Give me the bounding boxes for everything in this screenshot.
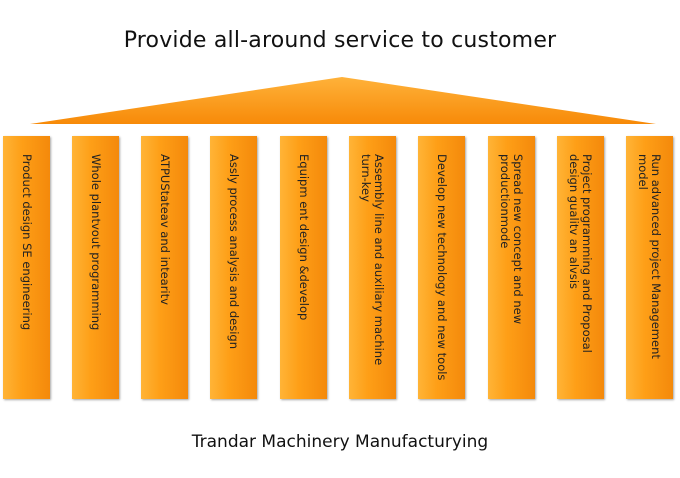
pillar-assly-process: Assly process analysis and design [210, 136, 257, 399]
pillar-project-management: Run advanced project Management model [626, 136, 673, 399]
pillar-label: Spread new concept and new productionmod… [498, 154, 526, 325]
pillar-label: Run advanced project Management model [636, 154, 664, 359]
pillar-project-programming: Project programming and Proposal design … [557, 136, 604, 399]
pillar-whole-plant: Whole plantvout programming [72, 136, 119, 399]
pillar-new-technology: Develop new technology and new tools [418, 136, 465, 399]
pillar-new-concept: Spread new concept and new productionmod… [488, 136, 535, 399]
pillar-label: Develop new technology and new tools [435, 154, 449, 381]
pillar-label: Project programming and Proposal design … [567, 154, 595, 353]
page-title: Provide all-around service to customer [123, 28, 557, 53]
company-name: Trandar Machinery Manufacturying [191, 432, 489, 452]
pillar-label: Whole plantvout programming [89, 154, 103, 331]
pillar-label: Product design SE engineering [20, 154, 34, 331]
pillar-label: Assly process analysis and design [227, 154, 241, 350]
roof-triangle [30, 77, 656, 124]
pillar-product-design: Product design SE engineering [3, 136, 50, 399]
pillar-label: ATPUStateav and intearitv [158, 154, 172, 305]
pillar-label: Equipm ent design &develop [297, 154, 311, 321]
pillar-equipment-design: Equipm ent design &develop [280, 136, 327, 399]
pillar-atpus: ATPUStateav and intearitv [141, 136, 188, 399]
pillar-assembly-line: Assembly line and auxiliary machine turn… [349, 136, 396, 399]
pillar-label: Assembly line and auxiliary machine turn… [359, 154, 387, 366]
